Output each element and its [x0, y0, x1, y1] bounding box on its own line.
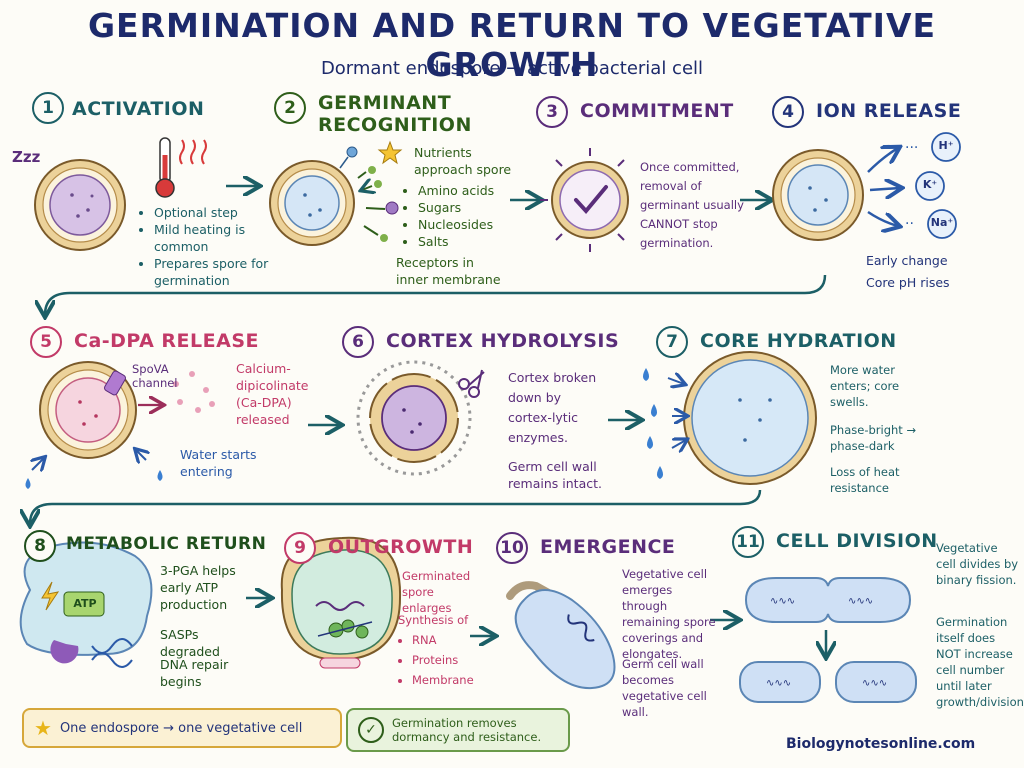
- step-1-title: ACTIVATION: [72, 98, 205, 120]
- step-6-text-2: Germ cell wall remains intact.: [508, 459, 602, 491]
- step-11-number: 11: [732, 526, 764, 558]
- ca-dpa-released-label: Calcium-dipicolinate (Ca-DPA) released: [236, 361, 309, 427]
- spova-channel-label: SpoVA channel: [132, 362, 178, 390]
- step-10-text-1: Vegetative cell emerges through remainin…: [622, 567, 716, 661]
- step-2-title: GERMINANT RECOGNITION: [318, 92, 472, 136]
- svg-text:∿∿∿: ∿∿∿: [770, 596, 795, 607]
- step-7-title: CORE HYDRATION: [700, 330, 897, 352]
- step-4-text-1: Early change: [866, 253, 948, 268]
- spore-7-icon: [683, 351, 817, 485]
- step-1-number: 1: [32, 92, 64, 124]
- step-2-number: 2: [274, 92, 306, 124]
- spore-6-icon: [356, 360, 472, 476]
- step-2-bullet: Salts: [418, 233, 504, 250]
- step-9-bullets: RNA Proteins Membrane: [398, 630, 488, 690]
- svg-text:∿∿∿: ∿∿∿: [862, 678, 887, 689]
- step-9-bullet: Proteins: [412, 650, 488, 670]
- step-7-text-2: Phase-bright → phase-dark: [830, 423, 917, 453]
- step-11-title: CELL DIVISION: [776, 530, 938, 552]
- step-7-text-1: More water enters; core swells.: [830, 363, 900, 409]
- check-circle-icon: ✓: [358, 717, 384, 743]
- zzz-label: Zzz: [12, 148, 41, 166]
- spore-5-icon: [39, 361, 137, 459]
- site-credit: Biologynotesonline.com: [786, 736, 976, 752]
- water-entering-label: Water starts entering: [180, 447, 257, 479]
- step-2-title-line2: RECOGNITION: [318, 114, 472, 136]
- step-3-title: COMMITMENT: [580, 100, 734, 122]
- step-7-number: 7: [656, 326, 688, 358]
- step-9-number: 9: [284, 532, 316, 564]
- spore-2-icon: [269, 160, 355, 246]
- step-9-bullet: RNA: [412, 630, 488, 650]
- step-1-bullet: Mild heating is common: [154, 221, 270, 255]
- step-10-number: 10: [496, 532, 528, 564]
- step-1-bullet: Optional step: [154, 204, 270, 221]
- step-11-text-1: Vegetative cell divides by binary fissio…: [936, 541, 1019, 587]
- step-1-bullets: Optional step Mild heating is common Pre…: [140, 204, 270, 289]
- svg-text:··: ··: [905, 216, 914, 232]
- step-2-intro: Nutrients approach spore: [414, 145, 512, 177]
- svg-text:···: ···: [905, 140, 918, 156]
- step-9-title: OUTGROWTH: [328, 536, 474, 558]
- svg-text:∿∿∿: ∿∿∿: [766, 678, 791, 689]
- thermometer-icon: [155, 137, 207, 198]
- ion-h-label: H⁺: [938, 139, 954, 152]
- step-6-text-1: Cortex broken down by cortex-lytic enzym…: [508, 370, 597, 445]
- step-8-text-1: 3-PGA helps early ATP production: [160, 563, 236, 612]
- step-8-text-3: DNA repair begins: [160, 657, 229, 689]
- star-icon: ★: [34, 716, 52, 740]
- step-8-number: 8: [24, 530, 56, 562]
- spore-3-icon: [540, 148, 629, 252]
- step-8-text-2: SASPs degraded: [160, 627, 220, 659]
- footer-box-1-text: One endospore → one vegetative cell: [59, 720, 303, 736]
- ion-na-label: Na⁺: [930, 216, 954, 229]
- step-5-number: 5: [30, 326, 62, 358]
- scissors-icon: [458, 369, 485, 398]
- svg-text:∿∿∿: ∿∿∿: [848, 596, 873, 607]
- step-3-number: 3: [536, 96, 568, 128]
- step-7-text-3: Loss of heat resistance: [830, 465, 900, 495]
- spore-4-icon: [772, 149, 864, 241]
- step-10-text-2: Germ cell wall becomes vegetative cell w…: [622, 657, 707, 719]
- footer-box-2-text: Germination removes dormancy and resista…: [392, 716, 542, 744]
- step-9-bullet: Membrane: [412, 670, 488, 690]
- step-9-text-1: Germinated spore enlarges: [402, 569, 471, 615]
- ion-k-label: K⁺: [922, 178, 938, 191]
- step-10-title: EMERGENCE: [540, 536, 676, 558]
- step-8-title: METABOLIC RETURN: [66, 534, 267, 554]
- outgrowth-cell-icon: [280, 536, 402, 669]
- step-9-synth: Synthesis of: [398, 613, 469, 627]
- emerging-cell-icon: [506, 581, 616, 690]
- step-6-title: CORTEX HYDROLYSIS: [386, 330, 620, 352]
- step-2-note: Receptors in inner membrane: [396, 255, 501, 287]
- step-2-bullet: Nucleosides: [418, 216, 504, 233]
- step-2-bullets: Amino acids Sugars Nucleosides Salts: [404, 182, 504, 250]
- spore-1-icon: [34, 159, 126, 251]
- step-2-title-line1: GERMINANT: [318, 92, 452, 114]
- step-2-bullet: Amino acids: [418, 182, 504, 199]
- step-6-number: 6: [342, 326, 374, 358]
- atp-label: ATP: [73, 597, 97, 610]
- dividing-cell-icon: ∿∿∿ ∿∿∿: [744, 577, 912, 623]
- step-4-number: 4: [772, 96, 804, 128]
- step-5-title: Ca-DPA RELEASE: [74, 330, 259, 352]
- step-4-text-2: Core pH rises: [866, 275, 950, 290]
- footer-box-endospore: ★ One endospore → one vegetative cell: [22, 708, 342, 748]
- page-subtitle: Dormant endospore → active bacterial cel…: [320, 58, 704, 79]
- step-11-text-2: Germination itself does NOT increase cel…: [936, 615, 1024, 709]
- step-2-bullet: Sugars: [418, 199, 504, 216]
- daughter-cells-icon: ∿∿∿ ∿∿∿: [739, 661, 917, 703]
- step-4-title: ION RELEASE: [816, 100, 962, 122]
- germinant-molecules-icon: [339, 140, 403, 242]
- page-title: GERMINATION AND RETURN TO VEGETATIVE GRO…: [87, 6, 937, 84]
- vegetative-cell-8-icon: [19, 541, 153, 668]
- step-1-bullet: Prepares spore for germination: [154, 255, 270, 289]
- footer-box-dormancy: ✓ Germination removes dormancy and resis…: [346, 708, 570, 752]
- step-3-text: Once committed, removal of germinant usu…: [640, 160, 744, 250]
